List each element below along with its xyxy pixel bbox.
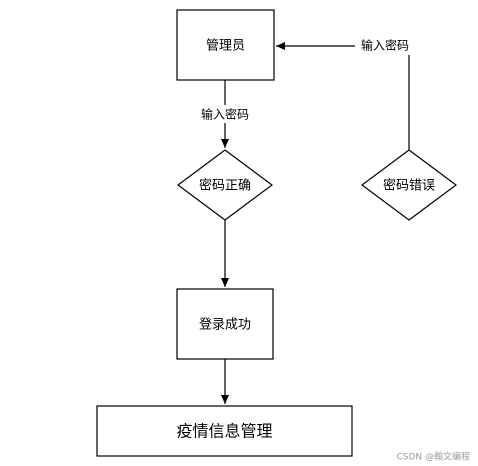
password-correct-label: 密码正确 [199, 178, 251, 194]
node-admin: 管理员 [176, 9, 275, 81]
edge-label-enter-password-left: 输入密码 [201, 107, 249, 122]
password-error-label: 密码错误 [383, 178, 435, 194]
edge-admin-to-correct: 输入密码 [195, 80, 255, 148]
admin-box [176, 9, 275, 81]
password-error-diamond [360, 149, 458, 221]
node-password-error: 密码错误 [360, 149, 458, 221]
edge-error-to-admin-line [276, 42, 410, 150]
edge-error-to-admin: 输入密码 [276, 37, 415, 150]
node-epidemic-management: 疫情信息管理 [96, 405, 353, 457]
edge-label-bg [195, 105, 255, 123]
login-success-box [176, 288, 274, 360]
node-login-success: 登录成功 [176, 288, 274, 360]
node-password-correct: 密码正确 [176, 149, 274, 221]
admin-label: 管理员 [206, 39, 245, 54]
edge-label-bg [355, 37, 415, 55]
edge-label-enter-password-right: 输入密码 [361, 38, 409, 53]
epidemic-management-box [96, 405, 353, 457]
login-success-label: 登录成功 [199, 318, 251, 333]
watermark-text: CSDN @翰文编程 [396, 451, 470, 463]
epidemic-management-label: 疫情信息管理 [176, 422, 272, 441]
